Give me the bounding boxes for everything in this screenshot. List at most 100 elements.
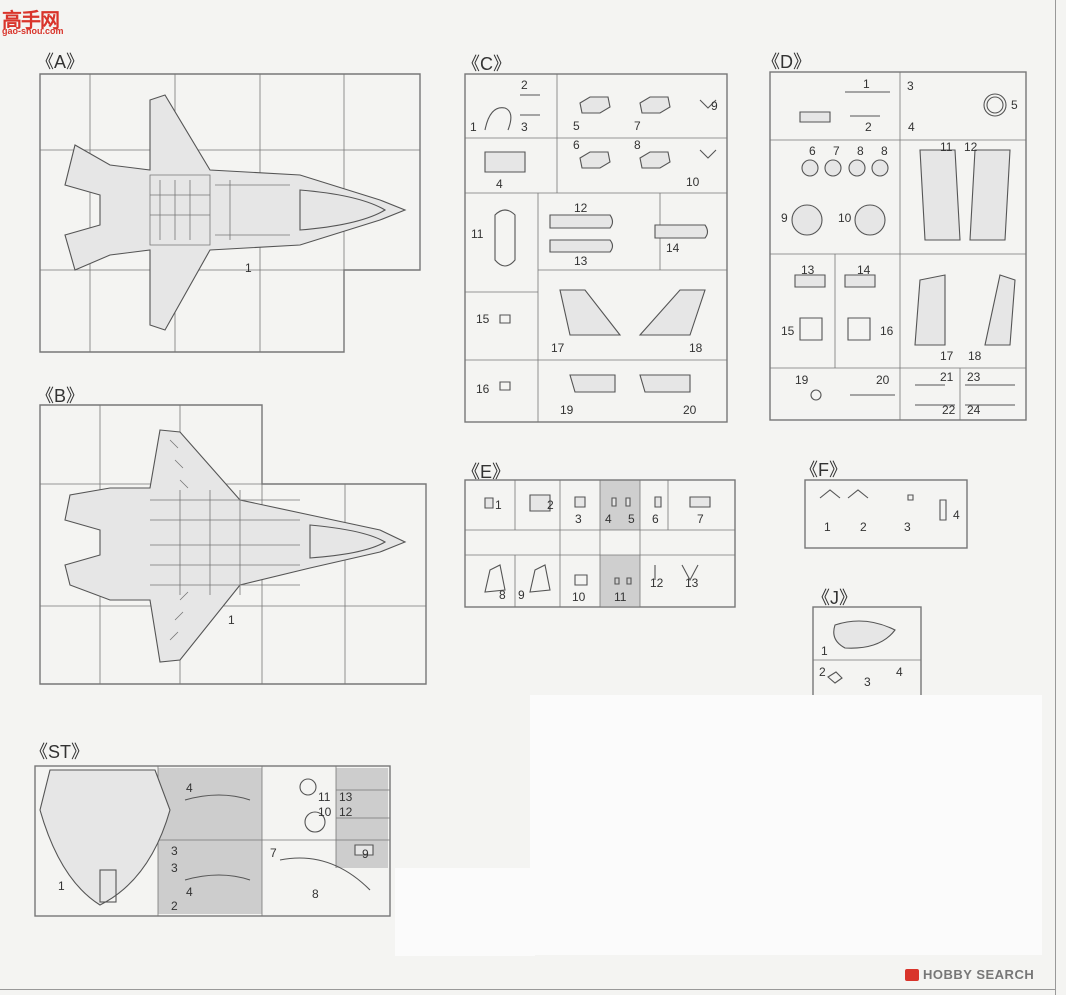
panel-a-part-1: 1 [245, 261, 252, 275]
panel-f-part-1: 1 [824, 520, 831, 534]
white-block-left [395, 868, 535, 956]
panel-e-part-9: 9 [518, 588, 525, 602]
panel-j-label: 《J》 [812, 588, 857, 608]
panel-e-label: 《E》 [462, 462, 511, 482]
panel-j-part-3: 3 [864, 675, 871, 689]
watermark-logo-text: 高手网 [2, 10, 60, 32]
panel-j-part-4: 4 [896, 665, 903, 679]
panel-st-part-9: 9 [362, 847, 369, 861]
panel-e-part-2: 2 [547, 498, 554, 512]
watermark-site: gao-shou.com [2, 26, 64, 36]
panel-c-part-8: 8 [634, 138, 641, 152]
panel-c-part-5: 5 [573, 119, 580, 133]
panel-c-part-13: 13 [574, 254, 588, 268]
panel-st-part-13: 13 [339, 790, 353, 804]
panel-st-part-11: 11 [318, 790, 331, 804]
panel-st-part-3a: 3 [171, 844, 178, 858]
panel-d-part-7: 7 [833, 144, 840, 158]
panel-st-part-4a: 4 [186, 781, 193, 795]
panel-c-part-16: 16 [476, 382, 490, 396]
panel-st-part-1: 1 [58, 879, 65, 893]
watermark-bottom: HOBBY SEARCH [905, 966, 1055, 986]
panel-d-part-18: 18 [968, 349, 982, 363]
panel-c-part-6: 6 [573, 138, 580, 152]
panel-d-label: 《D》 [762, 52, 811, 72]
panel-d-part-9: 9 [781, 211, 788, 225]
panel-d-part-14: 14 [857, 263, 871, 277]
panel-e-shade-11 [600, 555, 640, 606]
panel-e-part-8: 8 [499, 588, 506, 602]
panel-e-part-4: 4 [605, 512, 612, 526]
panel-j-part-2: 2 [819, 665, 826, 679]
panel-d-part-15: 15 [781, 324, 795, 338]
panel-j-part-1: 1 [821, 644, 828, 658]
panel-c-part-12: 12 [574, 201, 588, 215]
panel-c-part-4: 4 [496, 177, 503, 191]
panel-e-part-11: 11 [614, 590, 627, 604]
panel-e-part-5: 5 [628, 512, 635, 526]
panel-d-part-5: 5 [1011, 98, 1018, 112]
panel-d-part-2: 2 [865, 120, 872, 134]
panel-c-part-10: 10 [686, 175, 700, 189]
panel-st-part-2: 2 [171, 899, 178, 913]
panel-d-part-12: 12 [964, 140, 978, 154]
panel-d-part-6: 6 [809, 144, 816, 158]
panel-d-part-10: 10 [838, 211, 852, 225]
panel-c-part-19: 19 [560, 403, 574, 417]
watermark-bottom-icon [905, 969, 919, 981]
panel-c-part-20: 20 [683, 403, 697, 417]
panel-st-part-4b: 4 [186, 885, 193, 899]
panel-st-part-12: 12 [339, 805, 353, 819]
panel-d-part-21: 21 [940, 370, 954, 384]
panel-b-part-1: 1 [228, 613, 235, 627]
watermark-bottom-brand: HOBBY SEARCH [923, 967, 1035, 982]
panel-d-part-17: 17 [940, 349, 954, 363]
white-block-right [530, 695, 1042, 955]
panel-c-part-15: 15 [476, 312, 490, 326]
panel-st-part-7: 7 [270, 846, 277, 860]
panel-e-part-6: 6 [652, 512, 659, 526]
panel-e-part-1: 1 [495, 498, 502, 512]
panel-f-label: 《F》 [800, 460, 847, 480]
panel-st-shade-left [158, 768, 262, 914]
watermark-logo: 高手网 gao-shou.com [2, 4, 72, 38]
panel-d-part-1: 1 [863, 77, 870, 91]
panel-c-part-7: 7 [634, 119, 641, 133]
panel-d-part-8a: 8 [857, 144, 864, 158]
panel-c-part-9: 9 [711, 99, 718, 113]
panel-e-part-3: 3 [575, 512, 582, 526]
panel-st-part-8: 8 [312, 887, 319, 901]
panel-f-part-2: 2 [860, 520, 867, 534]
panel-st-label: 《ST》 [30, 742, 90, 762]
panel-d-part-20: 20 [876, 373, 890, 387]
panel-d-part-4: 4 [908, 120, 915, 134]
panel-d-part-24: 24 [967, 403, 981, 417]
panel-e-part-7: 7 [697, 512, 704, 526]
panel-f-part-4: 4 [953, 508, 960, 522]
panel-d-part-11: 11 [940, 140, 953, 154]
panel-e-part-12: 12 [650, 576, 664, 590]
panel-a-label: 《A》 [36, 52, 85, 72]
panel-c-part-14: 14 [666, 241, 680, 255]
page-border-bottom [0, 989, 1056, 990]
panel-d-part-3: 3 [907, 79, 914, 93]
page-border-right [1055, 0, 1056, 995]
panel-b-label: 《B》 [36, 386, 85, 406]
panel-e-part-10: 10 [572, 590, 586, 604]
panel-d-part-23: 23 [967, 370, 981, 384]
panel-e-part-13: 13 [685, 576, 699, 590]
panel-d-part-8b: 8 [881, 144, 888, 158]
panel-f-part-3: 3 [904, 520, 911, 534]
panel-d-part-16: 16 [880, 324, 894, 338]
panel-c-part-18: 18 [689, 341, 703, 355]
panel-c-part-3: 3 [521, 120, 528, 134]
panel-c-label: 《C》 [462, 54, 511, 74]
panel-d-part-22: 22 [942, 403, 956, 417]
panel-c-part-1: 1 [470, 120, 477, 134]
